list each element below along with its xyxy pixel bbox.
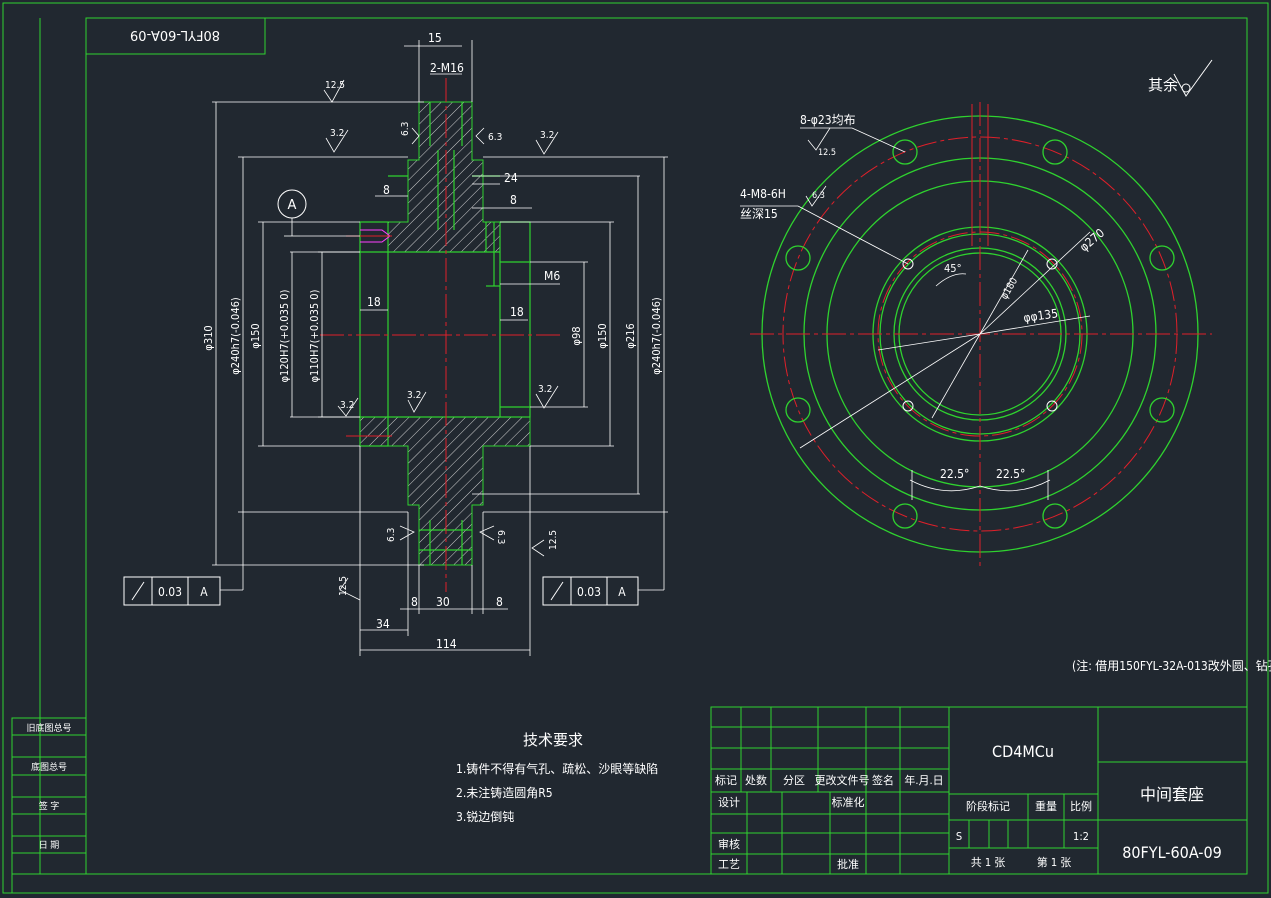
process-label: 工艺 xyxy=(718,858,740,871)
rough-63a: 6.3 xyxy=(400,122,411,136)
dim-30: 30 xyxy=(436,595,450,609)
dim-phi150b: φ150 xyxy=(596,323,609,348)
dim-phi110: φ110H7(+0.035 0) xyxy=(308,289,321,382)
rough-32e: 3.2 xyxy=(538,384,552,395)
dim-phi216: φ216 xyxy=(624,323,637,348)
rough-125a: 12.5 xyxy=(325,80,345,91)
part-name: 中间套座 xyxy=(1140,785,1204,804)
standard-label: 标准化 xyxy=(832,795,865,809)
rough-63b: 6.3 xyxy=(488,132,502,143)
dim-phi98: φ98 xyxy=(570,326,583,345)
thread-depth: 丝深15 xyxy=(740,207,778,221)
dim-114: 114 xyxy=(436,637,457,651)
stage-label: 阶段标记 xyxy=(966,799,1010,813)
tol-left-datum: A xyxy=(200,585,208,599)
mirrored-stamp: 80FYL-60A-09 xyxy=(85,17,266,55)
angle-225a: 22.5° xyxy=(940,467,969,481)
review-label: 审核 xyxy=(718,837,740,851)
hdr-change-doc: 更改文件号 xyxy=(815,773,870,787)
side-table xyxy=(11,717,87,875)
rough-32a: 3.2 xyxy=(330,128,344,139)
hdr-mark: 标记 xyxy=(715,773,737,787)
dim-8d: 8 xyxy=(496,595,503,609)
sheet-number: 第 1 张 xyxy=(1037,855,1072,869)
tol-right-datum: A xyxy=(618,585,626,599)
bolt-holes xyxy=(785,139,1175,529)
tolerance-frame-left: 0.03 A xyxy=(123,576,221,606)
borrow-note: (注: 借用150FYL-32A-013改外圆、钻孔) xyxy=(1072,658,1271,673)
side-row-4: 日 期 xyxy=(39,840,60,851)
side-row-3: 签 字 xyxy=(39,800,60,812)
rough-125c: 12.5 xyxy=(338,576,349,596)
dim-2M16: 2-M16 xyxy=(430,61,464,75)
material: CD4MCu xyxy=(992,742,1054,761)
holes-note: 8-φ23均布 xyxy=(800,113,856,127)
dim-phi310: φ310 xyxy=(202,325,215,350)
stage-value: S xyxy=(956,830,962,843)
approve-label: 批准 xyxy=(837,857,859,871)
plan-leaders xyxy=(740,127,1091,500)
design-label: 设计 xyxy=(718,796,740,809)
roughness-others-label: 其余 xyxy=(1148,76,1178,94)
dim-15: 15 xyxy=(428,31,442,45)
sheets-total: 共 1 张 xyxy=(971,856,1006,869)
hdr-zone: 分区 xyxy=(783,774,805,787)
rough-63d: 6.3 xyxy=(495,530,506,544)
rough-32d: 3.2 xyxy=(340,400,354,411)
dim-8c: 8 xyxy=(411,595,418,609)
tech-item-2: 2.未注铸造圆角R5 xyxy=(456,785,553,800)
section-dim-lines xyxy=(212,40,668,656)
dim-34: 34 xyxy=(376,617,390,631)
dim-phi120: φ120H7(+0.035 0) xyxy=(278,289,291,382)
angle-225b: 22.5° xyxy=(996,467,1025,481)
dim-phi240b: φ240h7(-0.046) xyxy=(650,297,663,375)
tech-requirements: 技术要求 1.铸件不得有气孔、疏松、沙眼等缺陷 2.未注铸造圆角R5 3.锐边倒… xyxy=(456,731,658,824)
drawing-number: 80FYL-60A-09 xyxy=(1122,843,1222,862)
holes-rough: 12.5 xyxy=(818,148,836,158)
hdr-count: 处数 xyxy=(745,774,767,787)
dim-24: 24 xyxy=(504,171,518,185)
tol-right-value: 0.03 xyxy=(577,585,601,599)
dim-18b: 18 xyxy=(510,305,524,319)
roughness-others: 其余 xyxy=(1148,59,1213,97)
dim-phi270: φ270 xyxy=(1077,226,1107,255)
threaded-holes xyxy=(902,258,1058,412)
rough-32c: 3.2 xyxy=(407,390,421,401)
side-row-1: 旧底图总号 xyxy=(26,722,71,734)
tolerance-frame-right: 0.03 A xyxy=(542,576,639,606)
scale-value: 1:2 xyxy=(1073,830,1089,843)
dim-phi135: φφ135 xyxy=(1022,306,1058,325)
scale-label: 比例 xyxy=(1070,799,1092,813)
dim-8b: 8 xyxy=(510,193,517,207)
dim-phi150a: φ150 xyxy=(249,323,262,348)
datum-A-label: A xyxy=(288,198,297,213)
tol-left-value: 0.03 xyxy=(158,585,182,599)
dim-18a: 18 xyxy=(367,295,381,309)
thread-rough: 6.3 xyxy=(812,191,825,201)
rough-32b: 3.2 xyxy=(540,130,554,141)
hdr-sign: 签名 xyxy=(872,773,894,787)
angle-45: 45° xyxy=(944,262,962,275)
dim-M6: M6 xyxy=(544,269,560,283)
hdr-date: 年.月.日 xyxy=(904,773,943,787)
section-roughness-marks xyxy=(323,79,559,601)
plan-view: 8-φ23均布 12.5 4-M8-6H 丝深15 6.3 45° φ270 φ… xyxy=(740,102,1212,566)
dim-phi240a: φ240h7(-0.046) xyxy=(229,297,242,375)
datum-A-symbol xyxy=(277,189,307,219)
side-row-2: 底图总号 xyxy=(31,761,67,773)
stamp-code: 80FYL-60A-09 xyxy=(130,27,220,42)
rough-63c: 6.3 xyxy=(386,528,397,542)
dim-8a: 8 xyxy=(383,183,390,197)
tech-title: 技术要求 xyxy=(523,731,583,749)
thread-note: 4-M8-6H xyxy=(740,187,786,201)
tech-item-1: 1.铸件不得有气孔、疏松、沙眼等缺陷 xyxy=(456,761,658,776)
rough-125b: 12.5 xyxy=(548,530,559,550)
dim-phi180: φ180 xyxy=(999,276,1020,302)
tech-item-3: 3.锐边倒钝 xyxy=(456,810,514,824)
section-view: A 12.5 3.2 3.2 6.3 6.3 3.2 3.2 3.2 6.3 xyxy=(123,31,668,656)
title-block xyxy=(710,706,1248,875)
weight-label: 重量 xyxy=(1035,799,1057,813)
